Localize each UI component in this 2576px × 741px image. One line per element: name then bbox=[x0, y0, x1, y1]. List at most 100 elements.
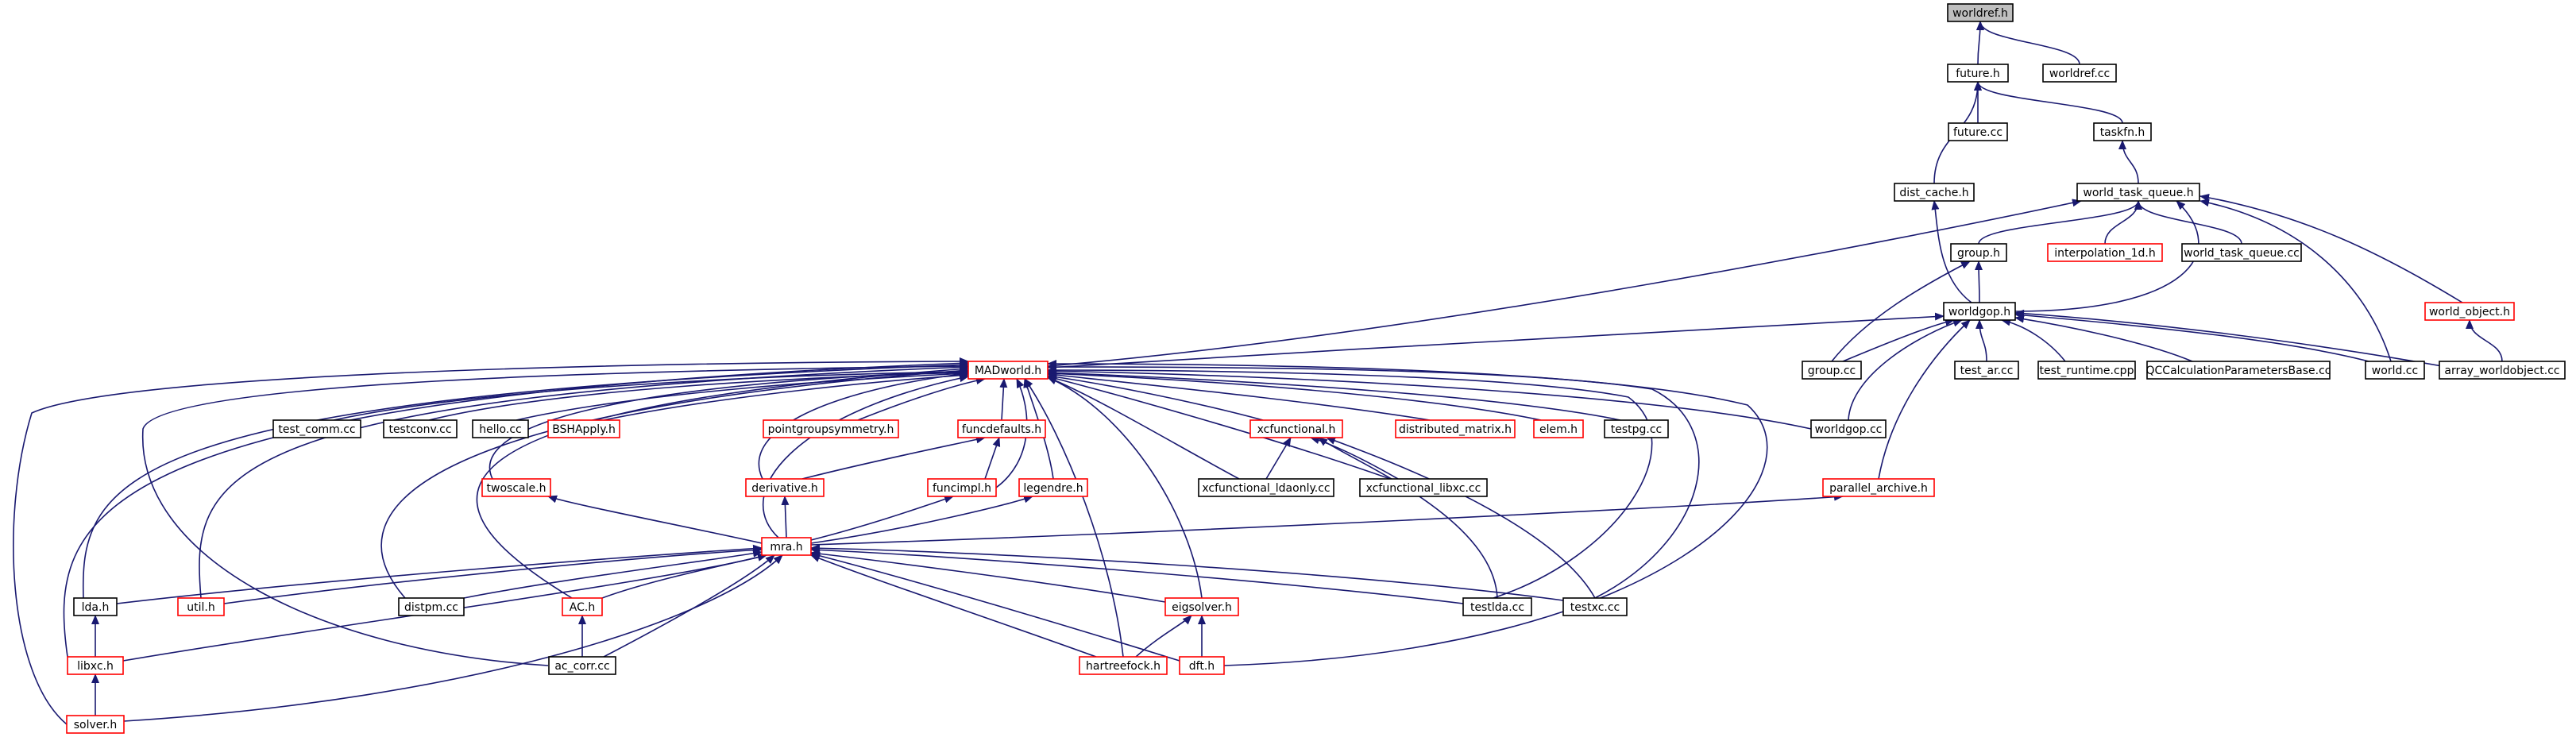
node-box bbox=[1894, 183, 1975, 202]
edge-world-object-h-to-world-task-queue-h bbox=[2199, 193, 2463, 303]
node-box bbox=[1562, 597, 1628, 616]
node-box bbox=[1950, 243, 2007, 262]
edge-util-h-to-madworld-h bbox=[199, 363, 969, 599]
node-funcimpl-h[interactable]: funcimpl.h bbox=[927, 478, 997, 497]
node-box bbox=[398, 597, 465, 616]
node-label: xcfunctional.h bbox=[1257, 423, 1336, 436]
node-dist-cache-h[interactable]: dist_cache.h bbox=[1894, 183, 1975, 202]
node-label: derivative.h bbox=[751, 482, 818, 495]
node-testxc-cc[interactable]: testxc.cc bbox=[1562, 597, 1628, 616]
edge-parallel-archive-h-to-worldgop-h bbox=[1878, 319, 1971, 480]
node-group-h[interactable]: group.h bbox=[1950, 243, 2007, 262]
node-box bbox=[1810, 419, 1887, 438]
node-derivative-h[interactable]: derivative.h bbox=[745, 478, 825, 497]
node-future-h[interactable]: future.h bbox=[1947, 64, 2009, 83]
node-label: hello.cc bbox=[479, 423, 521, 436]
node-worldref-h[interactable]: worldref.h bbox=[1947, 3, 2014, 22]
node-ac-h[interactable]: AC.h bbox=[562, 597, 603, 616]
node-world-task-queue-h[interactable]: world_task_queue.h bbox=[2076, 183, 2200, 202]
node-label: twoscale.h bbox=[487, 482, 546, 495]
node-label: future.cc bbox=[1953, 126, 2002, 139]
node-box bbox=[272, 419, 361, 438]
node-solver-h[interactable]: solver.h bbox=[66, 715, 125, 734]
node-dft-h[interactable]: dft.h bbox=[1179, 656, 1225, 675]
node-mra-h[interactable]: mra.h bbox=[761, 537, 812, 556]
node-box bbox=[2146, 361, 2331, 380]
node-legendre-h[interactable]: legendre.h bbox=[1018, 478, 1088, 497]
node-world-task-queue-cc[interactable]: world_task_queue.cc bbox=[2181, 243, 2302, 262]
node-elem-h[interactable]: elem.h bbox=[1533, 419, 1584, 438]
edge-madworld-h-to-worldgop-h bbox=[1047, 312, 1945, 369]
node-pointgroupsymmetry-h[interactable]: pointgroupsymmetry.h bbox=[763, 419, 899, 438]
node-label: group.h bbox=[1957, 247, 2000, 260]
node-box bbox=[1943, 302, 2016, 321]
edge-qccalc-cc-to-worldgop-h bbox=[2014, 315, 2193, 362]
node-util-h[interactable]: util.h bbox=[177, 597, 225, 616]
node-worldref-cc[interactable]: worldref.cc bbox=[2042, 64, 2117, 83]
node-ac-corr-cc[interactable]: ac_corr.cc bbox=[548, 656, 616, 675]
node-funcdefaults-h[interactable]: funcdefaults.h bbox=[957, 419, 1046, 438]
node-label: elem.h bbox=[1539, 423, 1578, 436]
node-label: eigsolver.h bbox=[1172, 601, 1232, 614]
node-world-cc[interactable]: world.cc bbox=[2365, 361, 2425, 380]
node-box bbox=[562, 597, 603, 616]
edge-ac-corr-cc-to-madworld-h bbox=[142, 362, 969, 666]
node-label: parallel_archive.h bbox=[1829, 482, 1928, 495]
node-distributed-matrix-h[interactable]: distributed_matrix.h bbox=[1395, 419, 1516, 438]
edge-future-h-to-worldref-h bbox=[1975, 21, 1984, 65]
node-bshapply-h[interactable]: BSHApply.h bbox=[547, 419, 620, 438]
node-hartreefock-h[interactable]: hartreefock.h bbox=[1079, 656, 1168, 675]
node-testpg-cc[interactable]: testpg.cc bbox=[1604, 419, 1669, 438]
edge-worldgop-h-to-world-task-queue-h bbox=[2014, 200, 2199, 312]
node-box bbox=[1604, 419, 1669, 438]
edge-bshapply-h-to-madworld-h bbox=[603, 371, 969, 421]
node-testlda-cc[interactable]: testlda.cc bbox=[1462, 597, 1532, 616]
node-xcfunctional-h[interactable]: xcfunctional.h bbox=[1249, 419, 1343, 438]
edge-testlda-cc-to-madworld-h bbox=[1047, 366, 1653, 599]
edge-xcfunctional-ldaonly-cc-to-xcfunctional-h bbox=[1265, 437, 1292, 480]
edge-derivative-h-to-madworld-h bbox=[758, 370, 969, 480]
node-box bbox=[1948, 122, 2008, 141]
node-testconv-cc[interactable]: testconv.cc bbox=[383, 419, 458, 438]
node-twoscale-h[interactable]: twoscale.h bbox=[481, 478, 551, 497]
node-box bbox=[2181, 243, 2302, 262]
node-box bbox=[548, 656, 616, 675]
edge-worldgop-h-to-dist-cache-h bbox=[1931, 200, 1972, 303]
edge-group-h-to-world-task-queue-h bbox=[1978, 200, 2142, 245]
node-group-cc[interactable]: group.cc bbox=[1802, 361, 1862, 380]
node-xcfunctional-libxc-cc[interactable]: xcfunctional_libxc.cc bbox=[1359, 478, 1488, 497]
node-xcfunctional-ldaonly-cc[interactable]: xcfunctional_ldaonly.cc bbox=[1198, 478, 1334, 497]
node-label: MADworld.h bbox=[975, 365, 1041, 377]
node-label: worldref.cc bbox=[2049, 68, 2110, 80]
node-parallel-archive-h[interactable]: parallel_archive.h bbox=[1822, 478, 1935, 497]
node-test-runtime-cpp[interactable]: test_runtime.cpp bbox=[2037, 361, 2136, 380]
node-taskfn-h[interactable]: taskfn.h bbox=[2093, 122, 2152, 141]
edge-testlda-cc-to-mra-h bbox=[810, 546, 1464, 604]
node-distpm-cc[interactable]: distpm.cc bbox=[398, 597, 465, 616]
node-future-cc[interactable]: future.cc bbox=[1948, 122, 2008, 141]
node-test-ar-cc[interactable]: test_ar.cc bbox=[1954, 361, 2019, 380]
node-worldgop-h[interactable]: worldgop.h bbox=[1943, 302, 2016, 321]
node-worldgop-cc[interactable]: worldgop.cc bbox=[1810, 419, 1887, 438]
node-array-worldobject-cc[interactable]: array_worldobject.cc bbox=[2439, 361, 2566, 380]
node-world-object-h[interactable]: world_object.h bbox=[2424, 302, 2515, 321]
node-interpolation-1d-h[interactable]: interpolation_1d.h bbox=[2047, 243, 2163, 262]
edge-testxc-cc-to-mra-h bbox=[810, 544, 1564, 601]
edge-group-cc-to-group-h bbox=[1831, 261, 1971, 362]
node-box bbox=[472, 419, 529, 438]
edge-dft-h-to-madworld-h bbox=[1047, 360, 1768, 666]
edge-libxc-h-to-mra-h bbox=[122, 554, 767, 662]
edge-util-h-to-mra-h bbox=[223, 546, 763, 604]
node-test-comm-cc[interactable]: test_comm.cc bbox=[272, 419, 361, 438]
node-label: AC.h bbox=[570, 601, 595, 614]
node-hello-cc[interactable]: hello.cc bbox=[472, 419, 529, 438]
node-libxc-h[interactable]: libxc.h bbox=[67, 656, 124, 675]
node-label: dist_cache.h bbox=[1899, 187, 1968, 199]
node-lda-h[interactable]: lda.h bbox=[73, 597, 118, 616]
edge-hartreefock-h-to-mra-h bbox=[810, 554, 1097, 658]
node-madworld-h[interactable]: MADworld.h bbox=[967, 361, 1049, 380]
node-box bbox=[1533, 419, 1584, 438]
node-qccalc-cc[interactable]: QCCalculationParametersBase.cc bbox=[2146, 361, 2331, 380]
node-box bbox=[1822, 478, 1935, 497]
node-eigsolver-h[interactable]: eigsolver.h bbox=[1164, 597, 1239, 616]
